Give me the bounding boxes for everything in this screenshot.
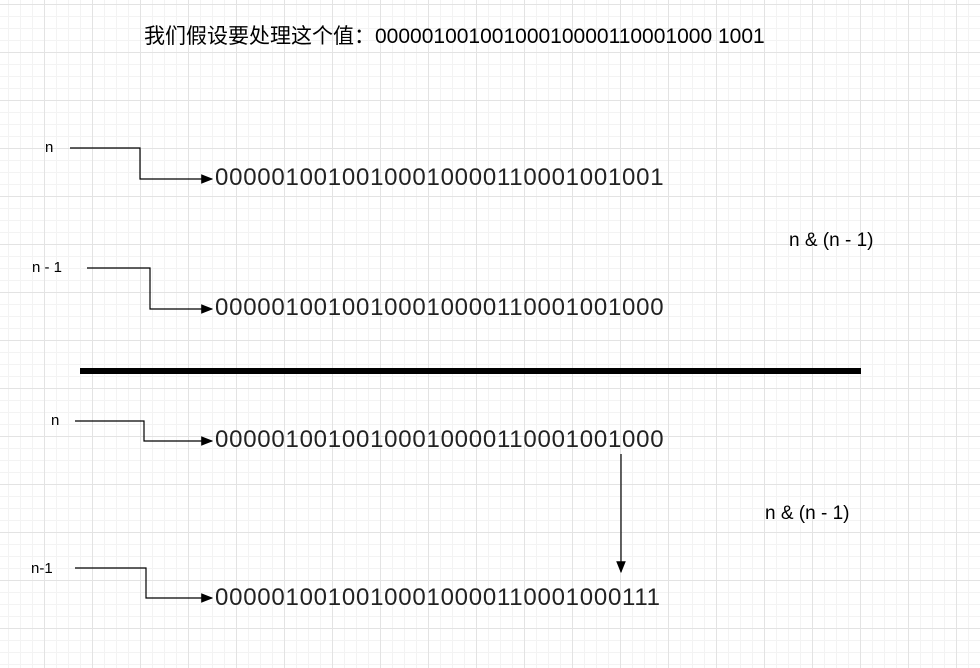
n-minus-1-label: n-1 (31, 560, 53, 577)
n-label: n (51, 412, 60, 429)
n-binary: 00000100100100010000110001001001 (215, 164, 665, 191)
n-binary: 00000100100100010000110001001000 (215, 426, 665, 453)
n-minus-1-binary: 00000100100100010000110001001000 (215, 294, 665, 321)
arrow-n-1 (70, 147, 214, 184)
n-minus-1-binary: 00000100100100010000110001000111 (215, 584, 661, 611)
page-title: 我们假设要处理这个值：00000100100100010000110001000… (144, 25, 765, 48)
n-label: n (45, 139, 54, 156)
arrow-n-minus-1-1 (87, 267, 214, 314)
n-minus-1-label: n - 1 (32, 259, 63, 276)
arrow-n-minus-1-2 (75, 567, 214, 603)
operation-label: n & (n - 1) (789, 230, 874, 251)
arrow-n-2 (75, 420, 214, 446)
operation-label: n & (n - 1) (765, 503, 850, 524)
